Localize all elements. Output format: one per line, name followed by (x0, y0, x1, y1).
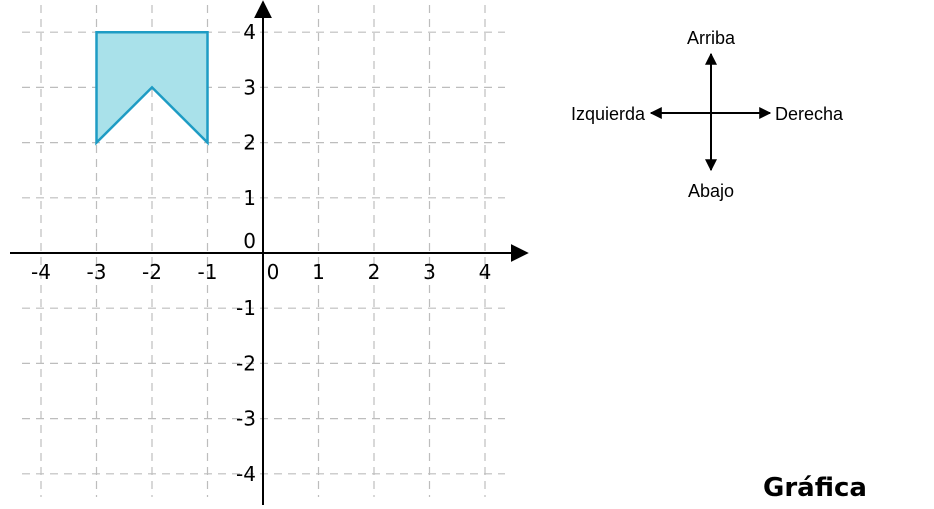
x-tick-label: 3 (423, 260, 436, 284)
x-tick-label: -2 (142, 260, 162, 284)
label-abajo: Abajo (688, 181, 734, 201)
label-arriba: Arriba (687, 28, 736, 48)
caption-grafica: Gráfica (763, 473, 867, 503)
label-izquierda: Izquierda (571, 104, 646, 124)
y-tick-label: 2 (243, 131, 256, 155)
flag-shape (95, 30, 209, 146)
y-tick-label: -2 (236, 351, 256, 375)
x-tick-label: -1 (198, 260, 218, 284)
x-tick-label: -4 (31, 260, 51, 284)
y-tick-labels: 4 3 2 1 0 -1 -2 -3 -4 (236, 20, 256, 486)
y-tick-label: 3 (243, 75, 256, 99)
y-tick-label: -3 (236, 407, 256, 431)
y-tick-label: -1 (236, 296, 256, 320)
y-tick-label: -4 (236, 462, 256, 486)
label-derecha: Derecha (775, 104, 844, 124)
x-tick-label: 2 (368, 260, 381, 284)
x-tick-label: -3 (87, 260, 107, 284)
x-tick-label: 1 (312, 260, 325, 284)
y-tick-label: 0 (243, 229, 256, 253)
x-tick-label: 4 (479, 260, 492, 284)
x-tick-labels: -4 -3 -2 -1 0 1 2 3 4 (31, 260, 491, 284)
x-tick-label: 0 (267, 260, 280, 284)
direction-compass: Arriba Abajo Izquierda Derecha (571, 28, 844, 201)
y-tick-label: 4 (243, 20, 256, 44)
y-tick-label: 1 (243, 186, 256, 210)
